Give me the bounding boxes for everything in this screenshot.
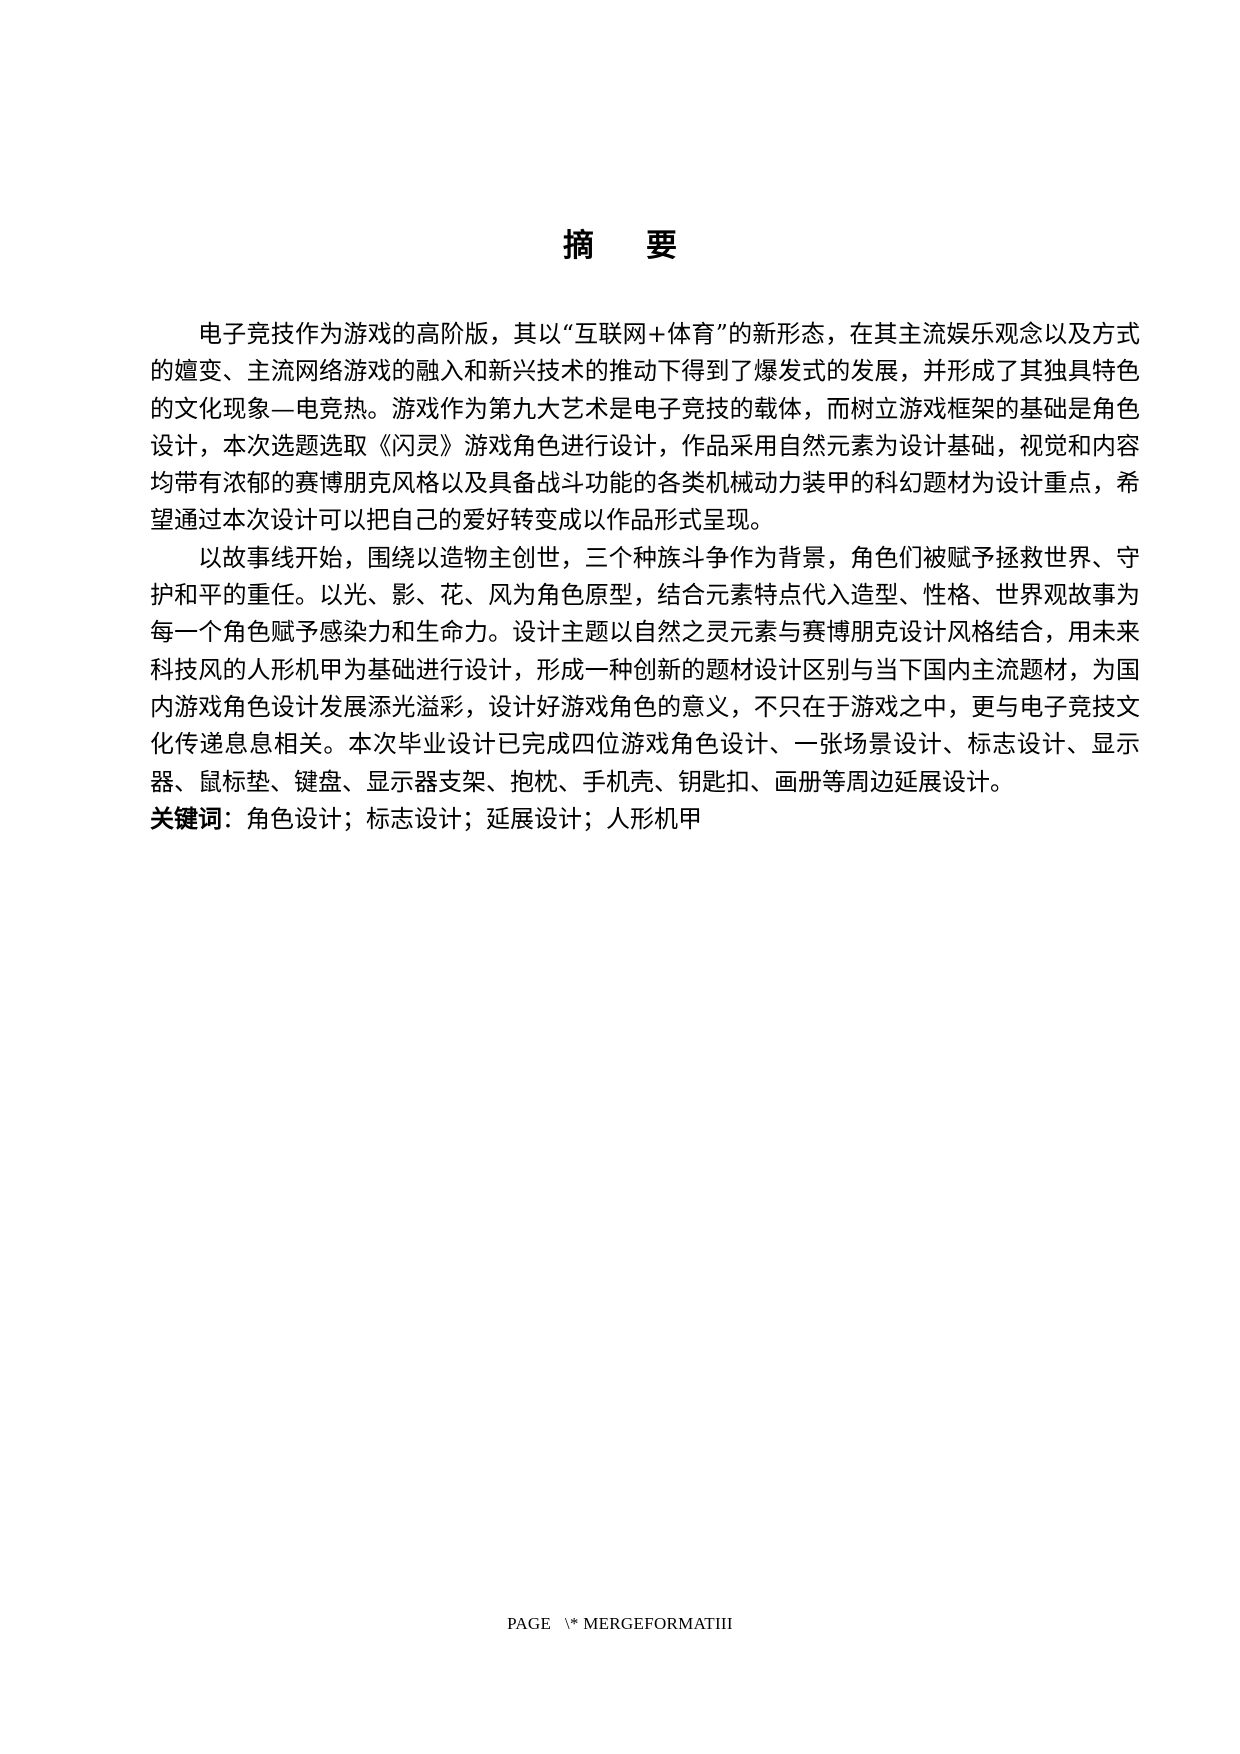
- abstract-title: 摘要: [563, 228, 729, 264]
- abstract-paragraph-2: 以故事线开始，围绕以造物主创世，三个种族斗争作为背景，角色们被赋予拯救世界、守护…: [150, 543, 1140, 796]
- keywords-label: 关键词: [150, 804, 222, 833]
- keywords-value: 角色设计；标志设计；延展设计；人形机甲: [246, 804, 702, 833]
- abstract-paragraph-1: 电子竞技作为游戏的高阶版，其以“互联网+体育”的新形态，在其主流娱乐观念以及方式…: [150, 320, 1140, 535]
- abstract-body: 电子竞技作为游戏的高阶版，其以“互联网+体育”的新形态，在其主流娱乐观念以及方式…: [150, 316, 1140, 838]
- keywords-separator: ：: [222, 804, 246, 833]
- page-footer: PAGE \* MERGEFORMATIII: [507, 1614, 733, 1633]
- keywords-line: 关键词：角色设计；标志设计；延展设计；人形机甲: [150, 801, 1140, 838]
